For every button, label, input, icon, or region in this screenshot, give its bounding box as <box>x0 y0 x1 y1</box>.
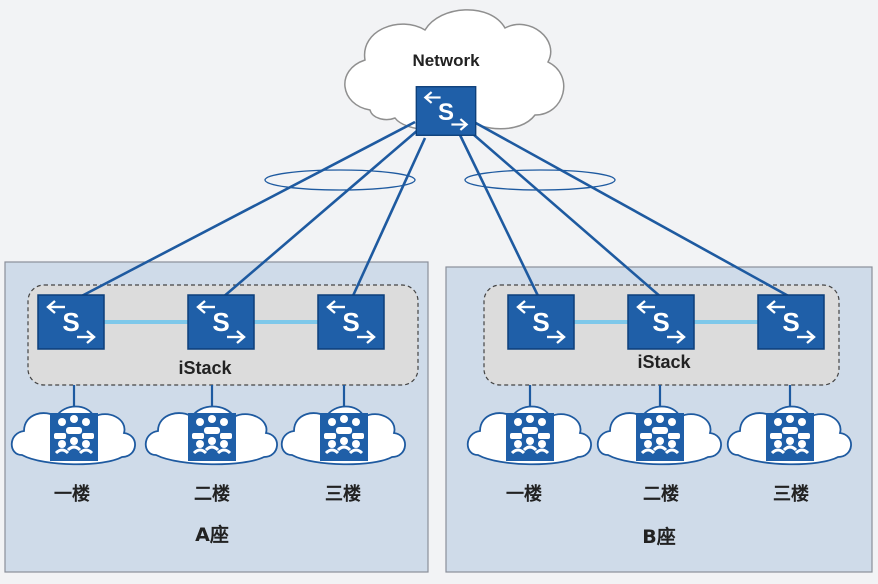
building-label-a: A座 <box>195 523 229 546</box>
switch-glyph: S <box>782 307 799 337</box>
switch-glyph: S <box>212 307 229 337</box>
switch-glyph: S <box>342 307 359 337</box>
building-label-b: B座 <box>642 525 675 548</box>
switch-glyph: S <box>652 307 669 337</box>
switch-glyph: S <box>62 307 79 337</box>
floor-label: 二楼 <box>643 483 679 505</box>
stack-label-a: iStack <box>178 358 232 378</box>
floor-cloud <box>726 405 852 466</box>
floor-cloud <box>280 405 406 466</box>
network-label: Network <box>412 51 480 70</box>
floor-label: 二楼 <box>194 483 230 505</box>
floor-cloud <box>10 405 136 466</box>
link-aggregation-ring-right <box>464 169 616 191</box>
floor-label: 三楼 <box>773 483 809 505</box>
uplink-line <box>473 120 793 300</box>
floor-label: 一楼 <box>54 483 90 505</box>
uplink-line <box>221 129 419 299</box>
floor-label: 一楼 <box>506 483 542 505</box>
floor-cloud <box>596 405 722 466</box>
floor-cloud <box>466 405 592 466</box>
uplink-line <box>350 137 427 299</box>
floor-cloud <box>144 405 278 466</box>
uplink-line <box>465 127 663 299</box>
uplinks <box>73 120 793 302</box>
stack-label-b: iStack <box>637 352 691 372</box>
floor-label: 三楼 <box>325 483 361 505</box>
link-aggregation-ring-left <box>264 169 416 191</box>
switch-glyph: S <box>532 307 549 337</box>
uplink-line <box>73 120 416 302</box>
uplink-line <box>458 134 542 301</box>
core-switch-glyph: S <box>438 99 454 126</box>
